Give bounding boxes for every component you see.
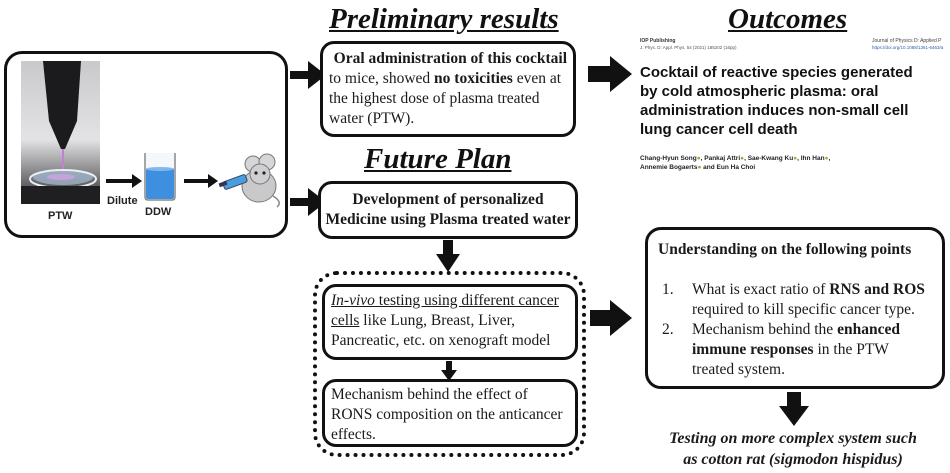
future-plan-box: Development of personalized Medicine usi…: [318, 181, 578, 239]
arrow-right-icon: [184, 174, 218, 188]
understanding-box: Understanding on the following points 1.…: [645, 227, 945, 389]
ddw-label: DDW: [145, 206, 172, 218]
arrow-down-icon: [436, 240, 460, 272]
paper-title-line3: administration induces non-small cell: [640, 102, 909, 119]
experiments-group: [313, 271, 586, 457]
testing-text: Testing on more complex system such as c…: [640, 428, 946, 470]
mechanism-box: Mechanism behind the effect of RONS comp…: [322, 379, 578, 447]
future-line1: Development of personalized: [352, 191, 544, 208]
paper-citation: J. Phys. D: Appl. Phys. 54 (2021) 185202…: [640, 45, 737, 50]
paper-authors-line2: Annemie Bogaerts● and Eun Ha Choi: [640, 164, 756, 171]
testing-line2: as cotton rat (sigmodon hispidus): [683, 451, 903, 468]
paper-authors: Chang-Hyun Song●, Pankaj Attri●, Sae-Kwa…: [640, 154, 830, 172]
paper-title-line1: Cocktail of reactive species generated: [640, 64, 913, 81]
beaker-icon: [144, 153, 176, 201]
paper-doi: https://doi.org/10.1088/1361-6463/a: [872, 45, 944, 50]
experiment-panel: PTW Dilute DDW: [4, 51, 288, 238]
preliminary-line3: the highest dose of plasma treated: [329, 90, 540, 107]
invivo-line1: In-vivo testing using different cancer: [331, 292, 559, 309]
arrow-to-understanding-icon: [590, 300, 632, 336]
plasma-jet-photo: [21, 61, 100, 204]
dilute-label: Dilute: [107, 195, 138, 207]
arrow-to-preliminary-icon: [290, 61, 326, 89]
invivo-line3: Pancreatic, etc. on xenograft model: [331, 332, 551, 349]
understanding-item-2: 2. Mechanism behind the enhanced immune …: [662, 321, 900, 378]
ptw-label: PTW: [48, 210, 73, 222]
arrow-down-icon: [779, 392, 809, 426]
paper-publisher: IOP Publishing: [640, 38, 676, 44]
mechanism-line1: Mechanism behind the effect of: [331, 386, 528, 403]
preliminary-line2: to mice, showed no toxicities even at: [329, 70, 562, 87]
invivo-testing-box: In-vivo testing using different cancer c…: [322, 284, 578, 360]
paper-journal: Journal of Physics D: Applied P: [872, 38, 942, 44]
arrow-down-icon: [441, 361, 457, 381]
understanding-title: Understanding on the following points: [658, 241, 912, 258]
invivo-line2: cells like Lung, Breast, Liver,: [331, 312, 516, 329]
paper-title-line2: by cold atmospheric plasma: oral: [640, 83, 879, 100]
preliminary-line4: water (PTW).: [329, 110, 415, 127]
paper-preview: IOP Publishing Journal of Physics D: App…: [638, 38, 950, 198]
paper-authors-line1: Chang-Hyun Song●, Pankaj Attri●, Sae-Kwa…: [640, 155, 831, 162]
mouse-icon: [218, 153, 280, 208]
arrow-to-future-icon: [290, 188, 326, 216]
heading-outcomes: Outcomes: [728, 3, 848, 35]
understanding-item-1: 1. What is exact ratio of RNS and ROS re…: [662, 281, 925, 318]
paper-title: Cocktail of reactive species generated b…: [640, 63, 913, 139]
paper-title-line4: lung cancer cell death: [640, 121, 798, 138]
plasma-jet-illustration: [21, 61, 100, 204]
preliminary-results-box: Oral administration of this cocktail to …: [320, 41, 576, 137]
future-line2: Medicine using Plasma treated water: [325, 211, 571, 228]
preliminary-line1: Oral administration of this cocktail: [333, 50, 567, 67]
mechanism-line2: RONS composition on the anticancer: [331, 406, 563, 423]
arrow-to-outcomes-icon: [588, 56, 632, 92]
mechanism-line3: effects.: [331, 426, 376, 443]
heading-future-plan: Future Plan: [364, 143, 512, 175]
heading-preliminary-results: Preliminary results: [329, 3, 559, 35]
testing-line1: Testing on more complex system such: [669, 430, 917, 447]
arrow-right-icon: [106, 174, 142, 188]
